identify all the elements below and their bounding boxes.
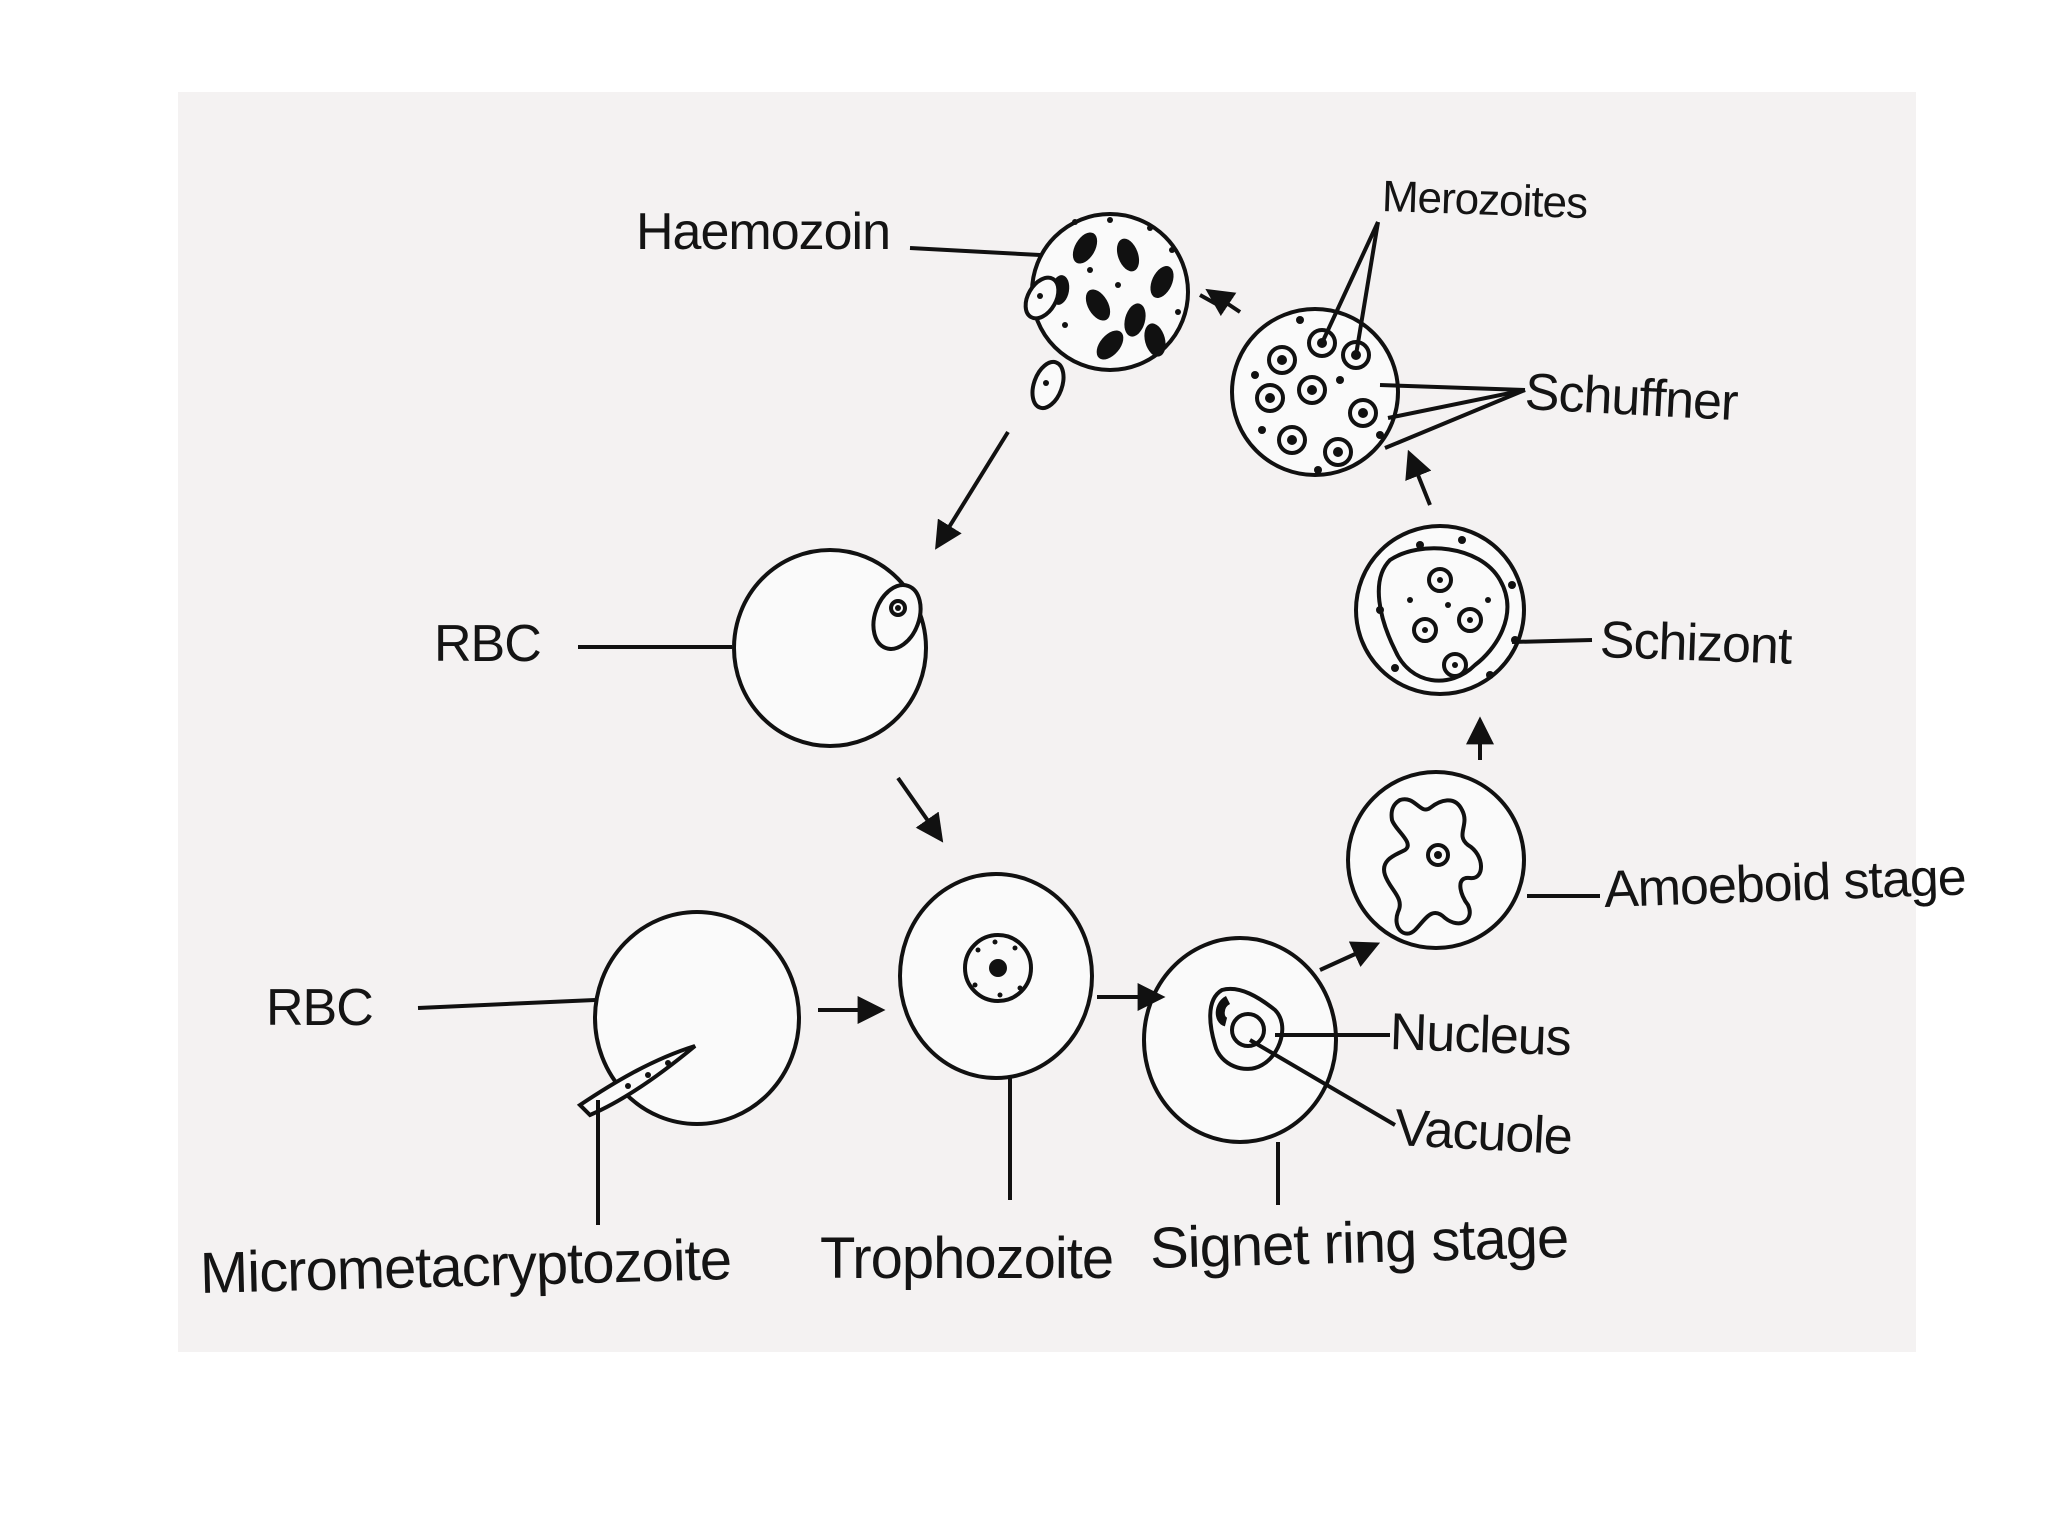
lower-rbc-cell [576, 910, 801, 1126]
schuffner-leader-1 [1379, 383, 1526, 392]
arrow-rbc-to-trophozoite [896, 776, 944, 843]
trophozoite-cell [898, 872, 1094, 1080]
arrow-merozoites-to-haemozoin [1205, 288, 1242, 317]
label-micrometacryptozoite: Micrometacryptozoite [199, 1227, 732, 1306]
merozoites-leader-2 [1354, 221, 1380, 356]
lower-rbc-leader [417, 998, 596, 1010]
label-haemozoin: Haemozoin [636, 203, 891, 261]
merozoites-cell [1230, 307, 1400, 477]
arrow-stub [1199, 293, 1219, 307]
signet-ring-cell [1142, 936, 1338, 1144]
schizont-leader [1511, 638, 1593, 644]
haemozoin-cell [1023, 212, 1190, 411]
label-rbc-upper: RBC [434, 615, 542, 673]
haemozoin-leader [909, 246, 1041, 257]
label-rbc-lower: RBC [266, 979, 374, 1037]
schuffner-leader-3 [1384, 388, 1526, 450]
label-schuffner: Schuffner [1523, 363, 1739, 433]
vacuole-leader [1248, 1038, 1397, 1127]
schizont-cell [1354, 524, 1526, 696]
label-amoeboid-stage: Amoeboid stage [1602, 848, 1967, 919]
amoeboid-cell [1346, 770, 1526, 950]
label-signet-ring-stage: Signet ring stage [1149, 1205, 1570, 1281]
merozoites-leader-1 [1320, 221, 1380, 344]
label-merozoites: Merozoites [1381, 172, 1588, 229]
label-nucleus: Nucleus [1388, 1003, 1572, 1068]
label-vacuole: Vacuole [1393, 1099, 1574, 1167]
arrow-signet-to-amoeboid [1319, 941, 1381, 972]
schuffner-leader-2 [1387, 388, 1526, 420]
upper-rbc-cell [732, 548, 928, 748]
label-schizont: Schizont [1598, 611, 1793, 676]
arrow-schizont-to-merozoites [1405, 449, 1432, 506]
label-trophozoite: Trophozoite [820, 1226, 1114, 1291]
arrow-haemozoin-to-rbc [935, 430, 1010, 550]
